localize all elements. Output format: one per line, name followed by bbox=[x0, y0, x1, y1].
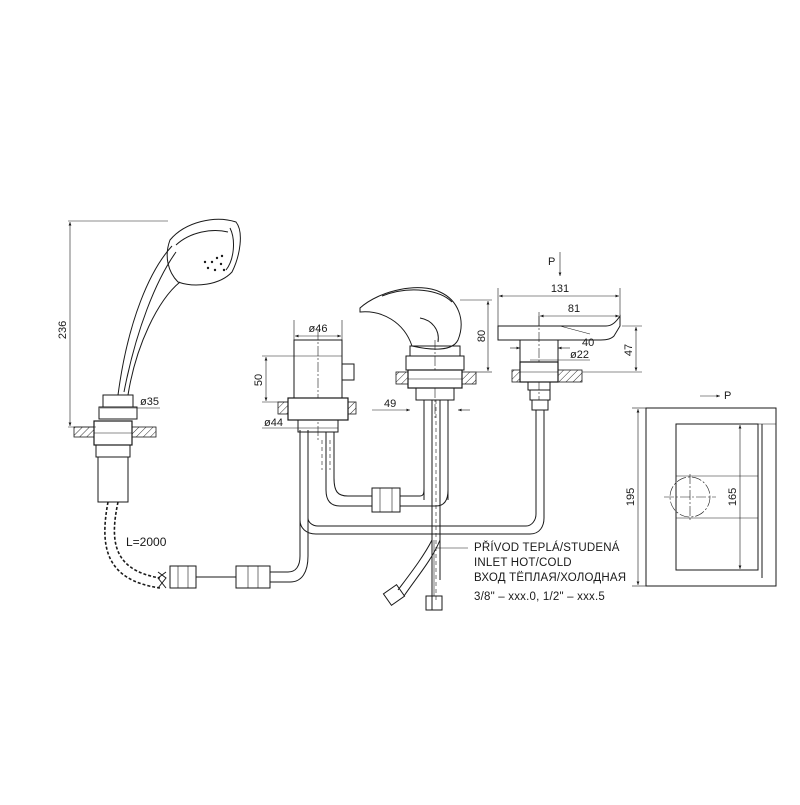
dim-35-label: ø35 bbox=[140, 396, 159, 408]
hose-pipe-inner bbox=[270, 430, 309, 583]
pipe-bridge-inner bbox=[307, 416, 537, 527]
dim-46-label: ø46 bbox=[309, 323, 328, 335]
dim-165-label: 165 bbox=[727, 488, 739, 506]
dim-40-label: 40 bbox=[582, 337, 594, 349]
shower-nozzles bbox=[203, 254, 226, 272]
hose-spiral-inner bbox=[104, 501, 161, 589]
hand-shower-lock-nut bbox=[95, 444, 131, 458]
inlet-note-line-ru: ВХОД ТЁПЛАЯ/ХОЛОДНАЯ bbox=[474, 572, 626, 584]
dim-195-label: 195 bbox=[625, 488, 637, 506]
pipe-lower-right-b bbox=[400, 489, 449, 507]
diverter: ø46 50 ø44 bbox=[253, 320, 357, 556]
hose-length-label: L=2000 bbox=[126, 535, 167, 549]
plan-outer-plate bbox=[645, 407, 777, 587]
dim-50-label: 50 bbox=[253, 374, 265, 386]
pipe-lower-right-a bbox=[400, 487, 425, 497]
inlet-note-line-cz: PŘÍVOD TEPLÁ/STUDENÁ bbox=[474, 541, 620, 554]
inlet-hose-hot bbox=[397, 539, 433, 591]
flow-label-plan: P bbox=[724, 390, 731, 402]
hose-pipe-outer bbox=[270, 430, 301, 573]
flow-label-top: P bbox=[548, 256, 555, 268]
handle-right-edge bbox=[127, 281, 181, 396]
plan-view: P 195 165 bbox=[625, 390, 777, 587]
spout-body bbox=[497, 314, 621, 341]
dim-47-label: 47 bbox=[623, 344, 635, 356]
deck-left-a bbox=[73, 426, 95, 438]
mixer-nut bbox=[415, 387, 455, 401]
shower-hose: L=2000 bbox=[104, 430, 309, 589]
inlet-connector-cold bbox=[425, 595, 443, 611]
dim-236-label: 236 bbox=[57, 321, 69, 339]
handle-connector bbox=[102, 394, 134, 408]
hose-nut-b bbox=[235, 565, 271, 589]
spout-nut bbox=[529, 389, 551, 401]
inlet-note: PŘÍVOD TEPLÁ/STUDENÁ INLET HOT/COLD ВХОД… bbox=[474, 541, 626, 603]
dim-80-label: 80 bbox=[476, 330, 488, 342]
pipe-coupler-a bbox=[371, 487, 401, 513]
deck-right-a bbox=[131, 426, 157, 438]
shower-head-rim bbox=[175, 230, 229, 246]
pipe-lower-left-b bbox=[333, 477, 372, 497]
dim-131-label: 131 bbox=[551, 283, 569, 295]
mixer-lever-top bbox=[381, 289, 453, 303]
hand-shower-sleeve bbox=[97, 456, 129, 503]
inlet-note-line-en: INLET HOT/COLD bbox=[474, 557, 572, 569]
diverter-nut bbox=[297, 419, 339, 433]
dim-22-label: ø22 bbox=[570, 349, 589, 361]
mixer-lever-inner bbox=[419, 317, 439, 343]
handle-nut bbox=[98, 406, 138, 420]
diverter-knob bbox=[341, 363, 355, 381]
dim-44-label: ø44 bbox=[264, 417, 283, 429]
hose-spiral-outer bbox=[113, 501, 161, 579]
dim-81-label: 81 bbox=[568, 303, 580, 315]
inlet-connector-hot bbox=[382, 583, 406, 607]
pipe-bridge-outer bbox=[299, 416, 545, 535]
hand-shower: 236 ø35 bbox=[57, 218, 241, 503]
hose-end-swivel bbox=[157, 571, 167, 589]
inlet-note-line-sizes: 3/8" – xxx.0, 1/2" – xxx.5 bbox=[474, 591, 605, 603]
handle-left-edge bbox=[117, 245, 173, 396]
spout: P 131 81 40 ø22 47 bbox=[497, 252, 642, 420]
shower-head-outline bbox=[166, 218, 241, 286]
mixer: 80 49 bbox=[359, 287, 492, 610]
dim-49-label: 49 bbox=[384, 398, 396, 410]
hose-nut-a bbox=[169, 565, 197, 589]
diverter-flange bbox=[287, 397, 349, 421]
handle-centerline bbox=[123, 251, 177, 393]
mixer-lever bbox=[359, 287, 462, 350]
pipe-lower-left-a bbox=[325, 489, 372, 507]
inlet-hose-hot-b bbox=[403, 539, 441, 597]
shower-head-face bbox=[225, 227, 234, 271]
pipe-network bbox=[299, 416, 545, 611]
